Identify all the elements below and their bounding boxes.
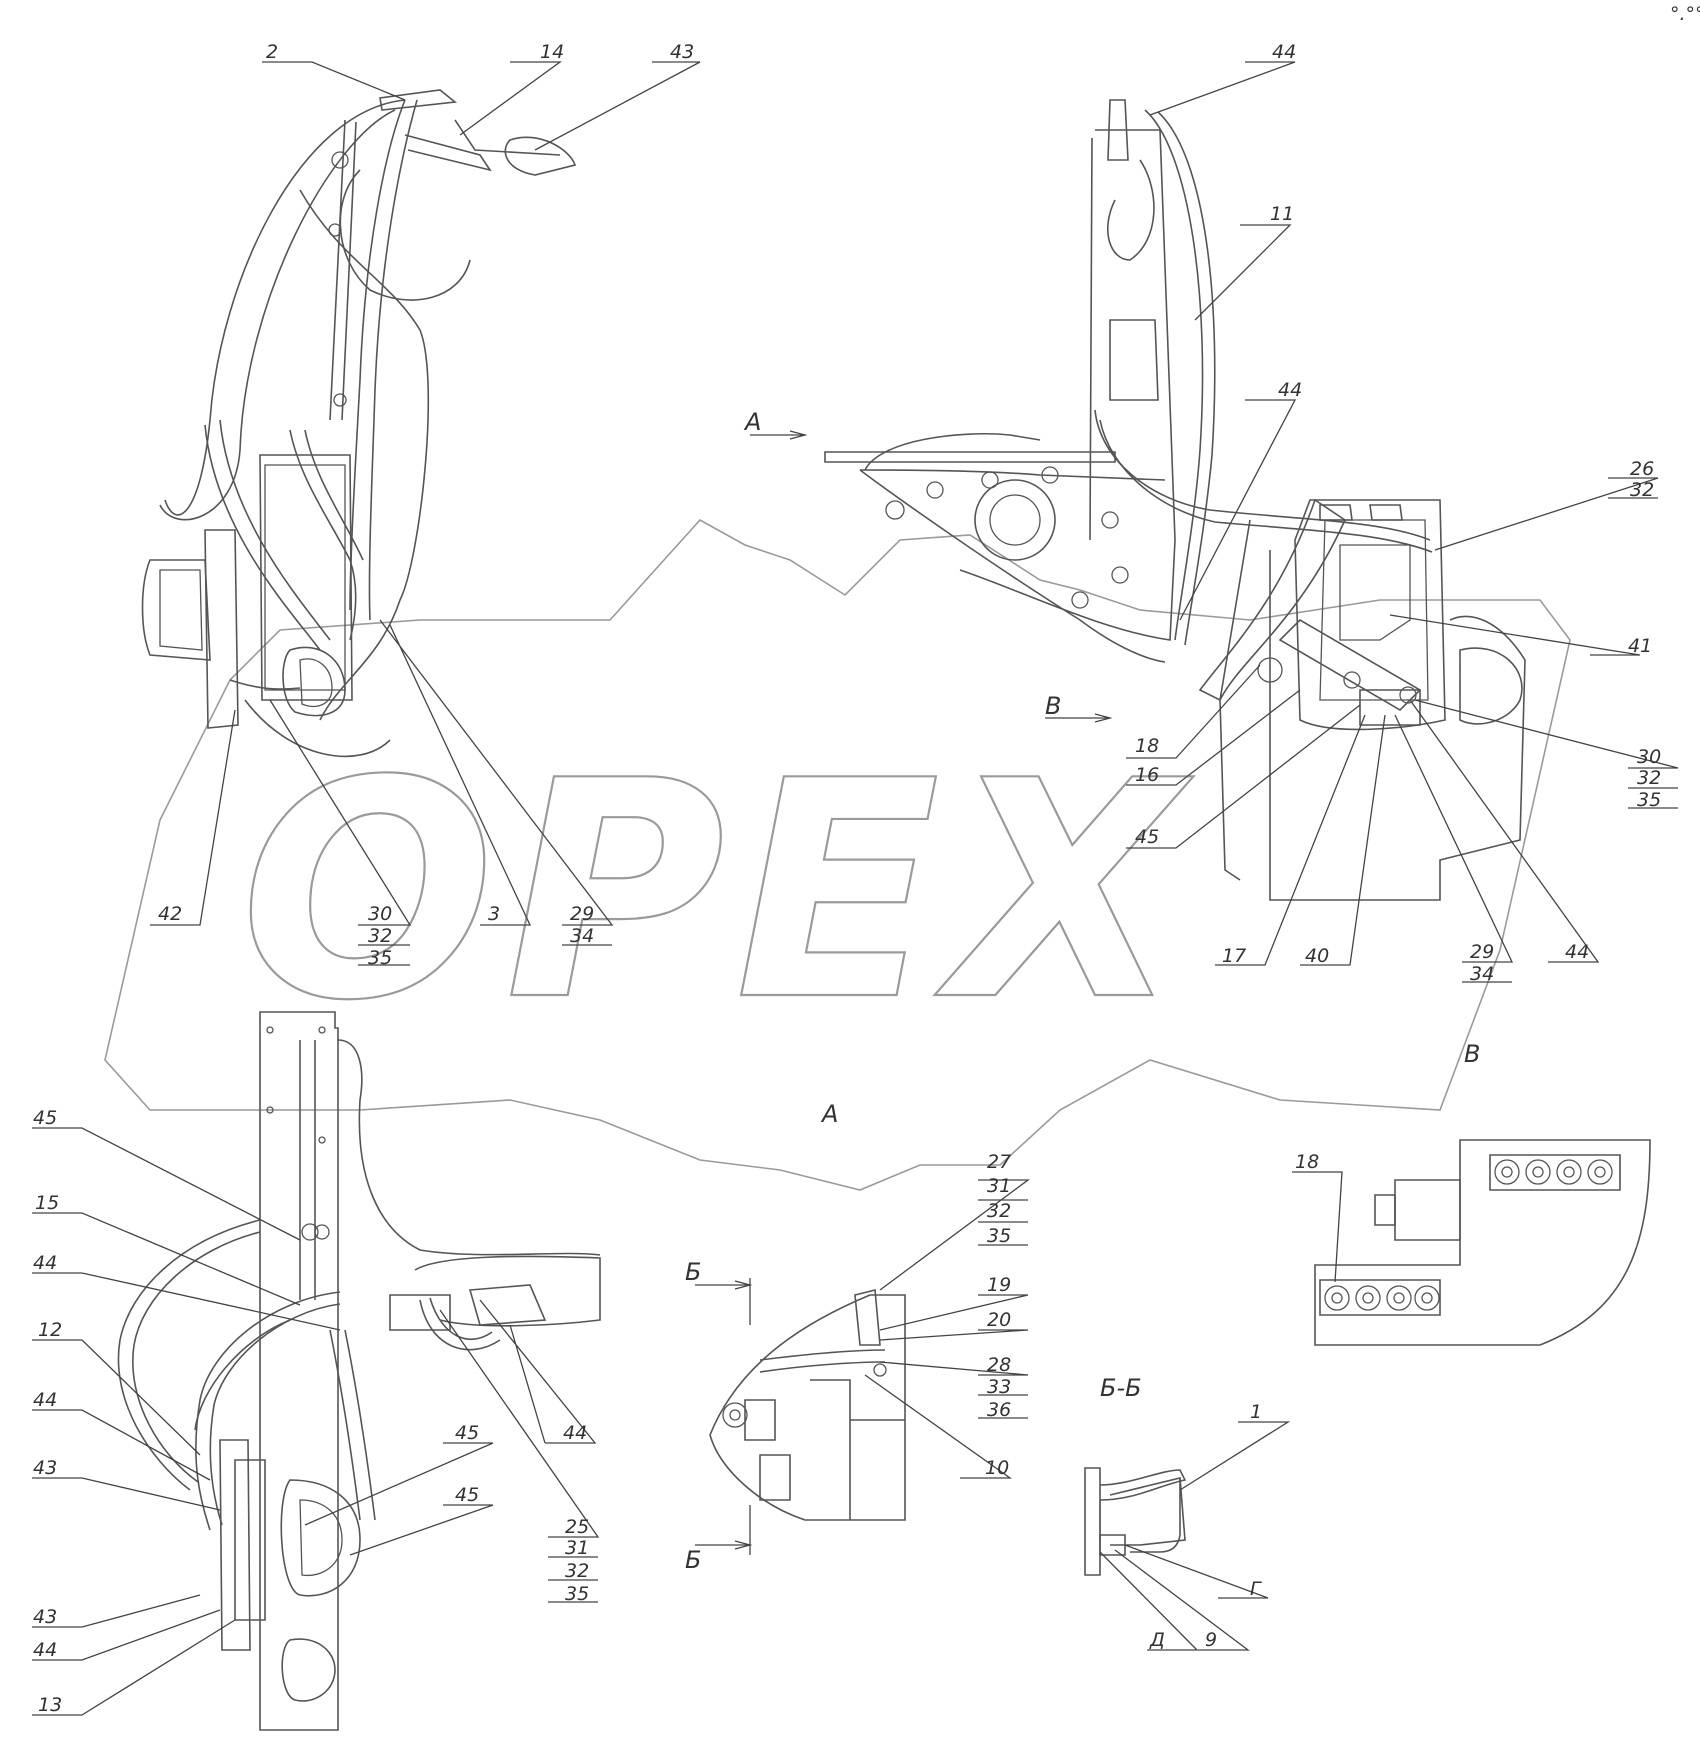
leader-lines	[32, 61, 1679, 1716]
callout-30: 30	[1637, 746, 1661, 768]
view-arrow-v: В	[1045, 692, 1061, 720]
callouts-top: 2 14 43 44 11 44 26 32 41 18 16 45 30 32…	[158, 41, 1661, 985]
callout-33: 33	[987, 1376, 1011, 1398]
callout-42: 42	[158, 903, 182, 925]
detail-view-v	[1314, 1139, 1651, 1346]
assembly-view-a	[117, 1011, 601, 1731]
callout-28: 28	[987, 1354, 1011, 1376]
callout-41: 41	[1628, 635, 1652, 657]
callout-16: 16	[1135, 764, 1159, 786]
watermark: OPEX	[104, 518, 1571, 1191]
callout-45: 45	[1135, 826, 1159, 848]
callout-27: 27	[987, 1151, 1011, 1173]
callout-10: 10	[985, 1457, 1009, 1479]
assembly-top-right	[824, 99, 1526, 901]
view-labels: А В А В Б Б Б-Б °.°°	[685, 3, 1700, 1574]
callout-29: 29	[570, 903, 594, 925]
callout-32: 32	[565, 1560, 589, 1582]
detail-b-b	[1084, 1467, 1187, 1576]
callout-D: Д	[1149, 1629, 1165, 1651]
callout-35: 35	[987, 1225, 1011, 1247]
callout-43: 43	[33, 1457, 57, 1479]
section-bb-title: Б-Б	[1100, 1374, 1142, 1402]
callout-44: 44	[1565, 941, 1589, 963]
callout-34: 34	[570, 925, 594, 947]
callout-18: 18	[1295, 1151, 1319, 1173]
section-b-top: Б	[685, 1258, 701, 1286]
corner-mark: °.°°	[1670, 3, 1700, 25]
callout-18: 18	[1135, 735, 1159, 757]
callout-20: 20	[987, 1309, 1011, 1331]
callout-15: 15	[35, 1192, 59, 1214]
callout-44: 44	[33, 1639, 57, 1661]
callout-45: 45	[455, 1484, 479, 1506]
section-b-bottom: Б	[685, 1546, 701, 1574]
callout-44: 44	[1272, 41, 1296, 63]
callout-44: 44	[33, 1389, 57, 1411]
callout-2: 2	[266, 41, 278, 63]
view-v-title: В	[1464, 1040, 1480, 1068]
callout-44: 44	[563, 1422, 587, 1444]
callout-17: 17	[1222, 945, 1246, 967]
watermark-gear-outline	[104, 518, 1571, 1191]
callout-25: 25	[565, 1516, 589, 1538]
callout-13: 13	[38, 1694, 62, 1716]
callout-1: 1	[1250, 1401, 1262, 1423]
callout-43: 43	[670, 41, 694, 63]
callout-32: 32	[987, 1200, 1011, 1222]
callouts-section-b: 27 31 32 35 19 20 28 33 36 10 1 Г Д 9 18	[985, 1151, 1319, 1651]
callout-44: 44	[1278, 379, 1302, 401]
callout-26: 26	[1630, 458, 1654, 480]
callout-19: 19	[987, 1274, 1011, 1296]
callout-45: 45	[455, 1422, 479, 1444]
callout-9: 9	[1205, 1629, 1217, 1651]
callout-40: 40	[1305, 945, 1329, 967]
callout-43: 43	[33, 1606, 57, 1628]
callout-35: 35	[565, 1583, 589, 1605]
watermark-text: OPEX	[240, 717, 1194, 1066]
callout-45: 45	[33, 1107, 57, 1129]
callouts-view-a: 45 15 44 12 44 43 43 44 13 45 45 44 25 3…	[33, 1107, 589, 1716]
callout-11: 11	[1270, 203, 1294, 225]
callout-G: Г	[1250, 1578, 1262, 1600]
callout-31: 31	[987, 1175, 1011, 1197]
callout-36: 36	[987, 1399, 1011, 1421]
callout-12: 12	[38, 1319, 62, 1341]
assembly-top-left	[141, 89, 577, 758]
callout-44: 44	[33, 1252, 57, 1274]
callout-32: 32	[1630, 479, 1654, 501]
view-arrow-a: А	[743, 408, 761, 436]
callout-30: 30	[368, 903, 392, 925]
callout-35: 35	[1637, 789, 1661, 811]
callout-32: 32	[368, 925, 392, 947]
callout-3: 3	[488, 903, 500, 925]
view-arrows	[750, 430, 1113, 723]
callout-35: 35	[368, 947, 392, 969]
callout-32: 32	[1637, 767, 1661, 789]
view-a-title: А	[820, 1100, 838, 1128]
callout-14: 14	[540, 41, 564, 63]
callout-31: 31	[565, 1537, 589, 1559]
callout-29: 29	[1470, 941, 1494, 963]
assembly-section-b	[695, 1278, 906, 1555]
callout-34: 34	[1470, 963, 1494, 985]
